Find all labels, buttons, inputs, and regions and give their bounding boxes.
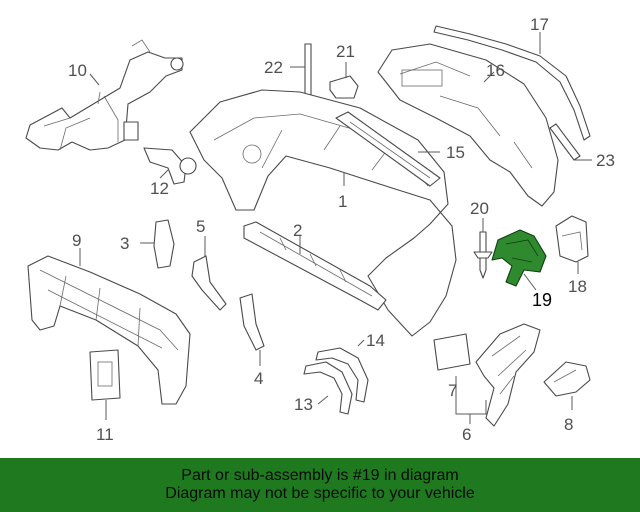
callout-15: 15: [446, 143, 465, 162]
callout-18: 18: [568, 277, 587, 296]
part-21-clip[interactable]: [329, 75, 359, 99]
part-10-tow-hitch[interactable]: [25, 39, 184, 151]
callout-21: 21: [336, 42, 355, 61]
part-22-rod[interactable]: [304, 43, 312, 97]
part-18-housing[interactable]: [555, 215, 589, 263]
callout-16: 16: [486, 61, 505, 80]
part-5-bracket[interactable]: [191, 255, 227, 311]
callout-9: 9: [72, 231, 81, 250]
callout-2: 2: [293, 221, 302, 240]
part-17-trim-strip[interactable]: [433, 25, 591, 141]
banner-line-2: Diagram may not be specific to your vehi…: [165, 485, 475, 502]
callout-23: 23: [596, 151, 615, 170]
part-8-bracket[interactable]: [543, 361, 591, 397]
part-6-side-bracket[interactable]: [475, 323, 541, 427]
callout-12: 12: [150, 179, 169, 198]
part-13-arch-trim[interactable]: [303, 361, 353, 415]
callout-14: 14: [366, 331, 385, 350]
callout-3: 3: [120, 234, 129, 253]
callout-1: 1: [338, 192, 347, 211]
callout-17: 17: [530, 15, 549, 34]
part-20-push-pin[interactable]: [473, 231, 493, 279]
part-4-bracket[interactable]: [239, 293, 265, 351]
part-7-plate[interactable]: [433, 333, 471, 371]
callout-22: 22: [264, 58, 283, 77]
info-banner: Part or sub-assembly is #19 in diagram D…: [0, 458, 640, 512]
callout-7: 7: [448, 381, 457, 400]
part-23-reflector[interactable]: [549, 123, 581, 161]
part-2-absorber[interactable]: [243, 221, 387, 311]
part-3-bracket[interactable]: [153, 219, 175, 269]
callout-6: 6: [462, 425, 471, 444]
part-12-ball-mount[interactable]: [143, 147, 197, 185]
parts-diagram: 10 22 21 12 1 15 16 17: [25, 15, 615, 444]
part-15-strip[interactable]: [335, 111, 441, 187]
part-9-reinforcement-beam[interactable]: [27, 255, 191, 405]
callout-20: 20: [470, 199, 489, 218]
part-11-mounting-plate[interactable]: [89, 349, 121, 401]
part-16-diffuser[interactable]: [377, 43, 559, 207]
part-14-wheel-arch[interactable]: [315, 347, 369, 403]
callout-10: 10: [68, 61, 87, 80]
callout-19: 19: [532, 290, 552, 310]
callout-5: 5: [196, 217, 205, 236]
callout-8: 8: [564, 415, 573, 434]
callout-11: 11: [96, 425, 114, 444]
part-1-bumper-cover[interactable]: [189, 89, 457, 337]
callout-4: 4: [254, 369, 263, 388]
banner-line-1: Part or sub-assembly is #19 in diagram: [181, 467, 459, 484]
callout-13: 13: [294, 395, 313, 414]
part-19-bracket-highlighted[interactable]: [491, 229, 547, 287]
